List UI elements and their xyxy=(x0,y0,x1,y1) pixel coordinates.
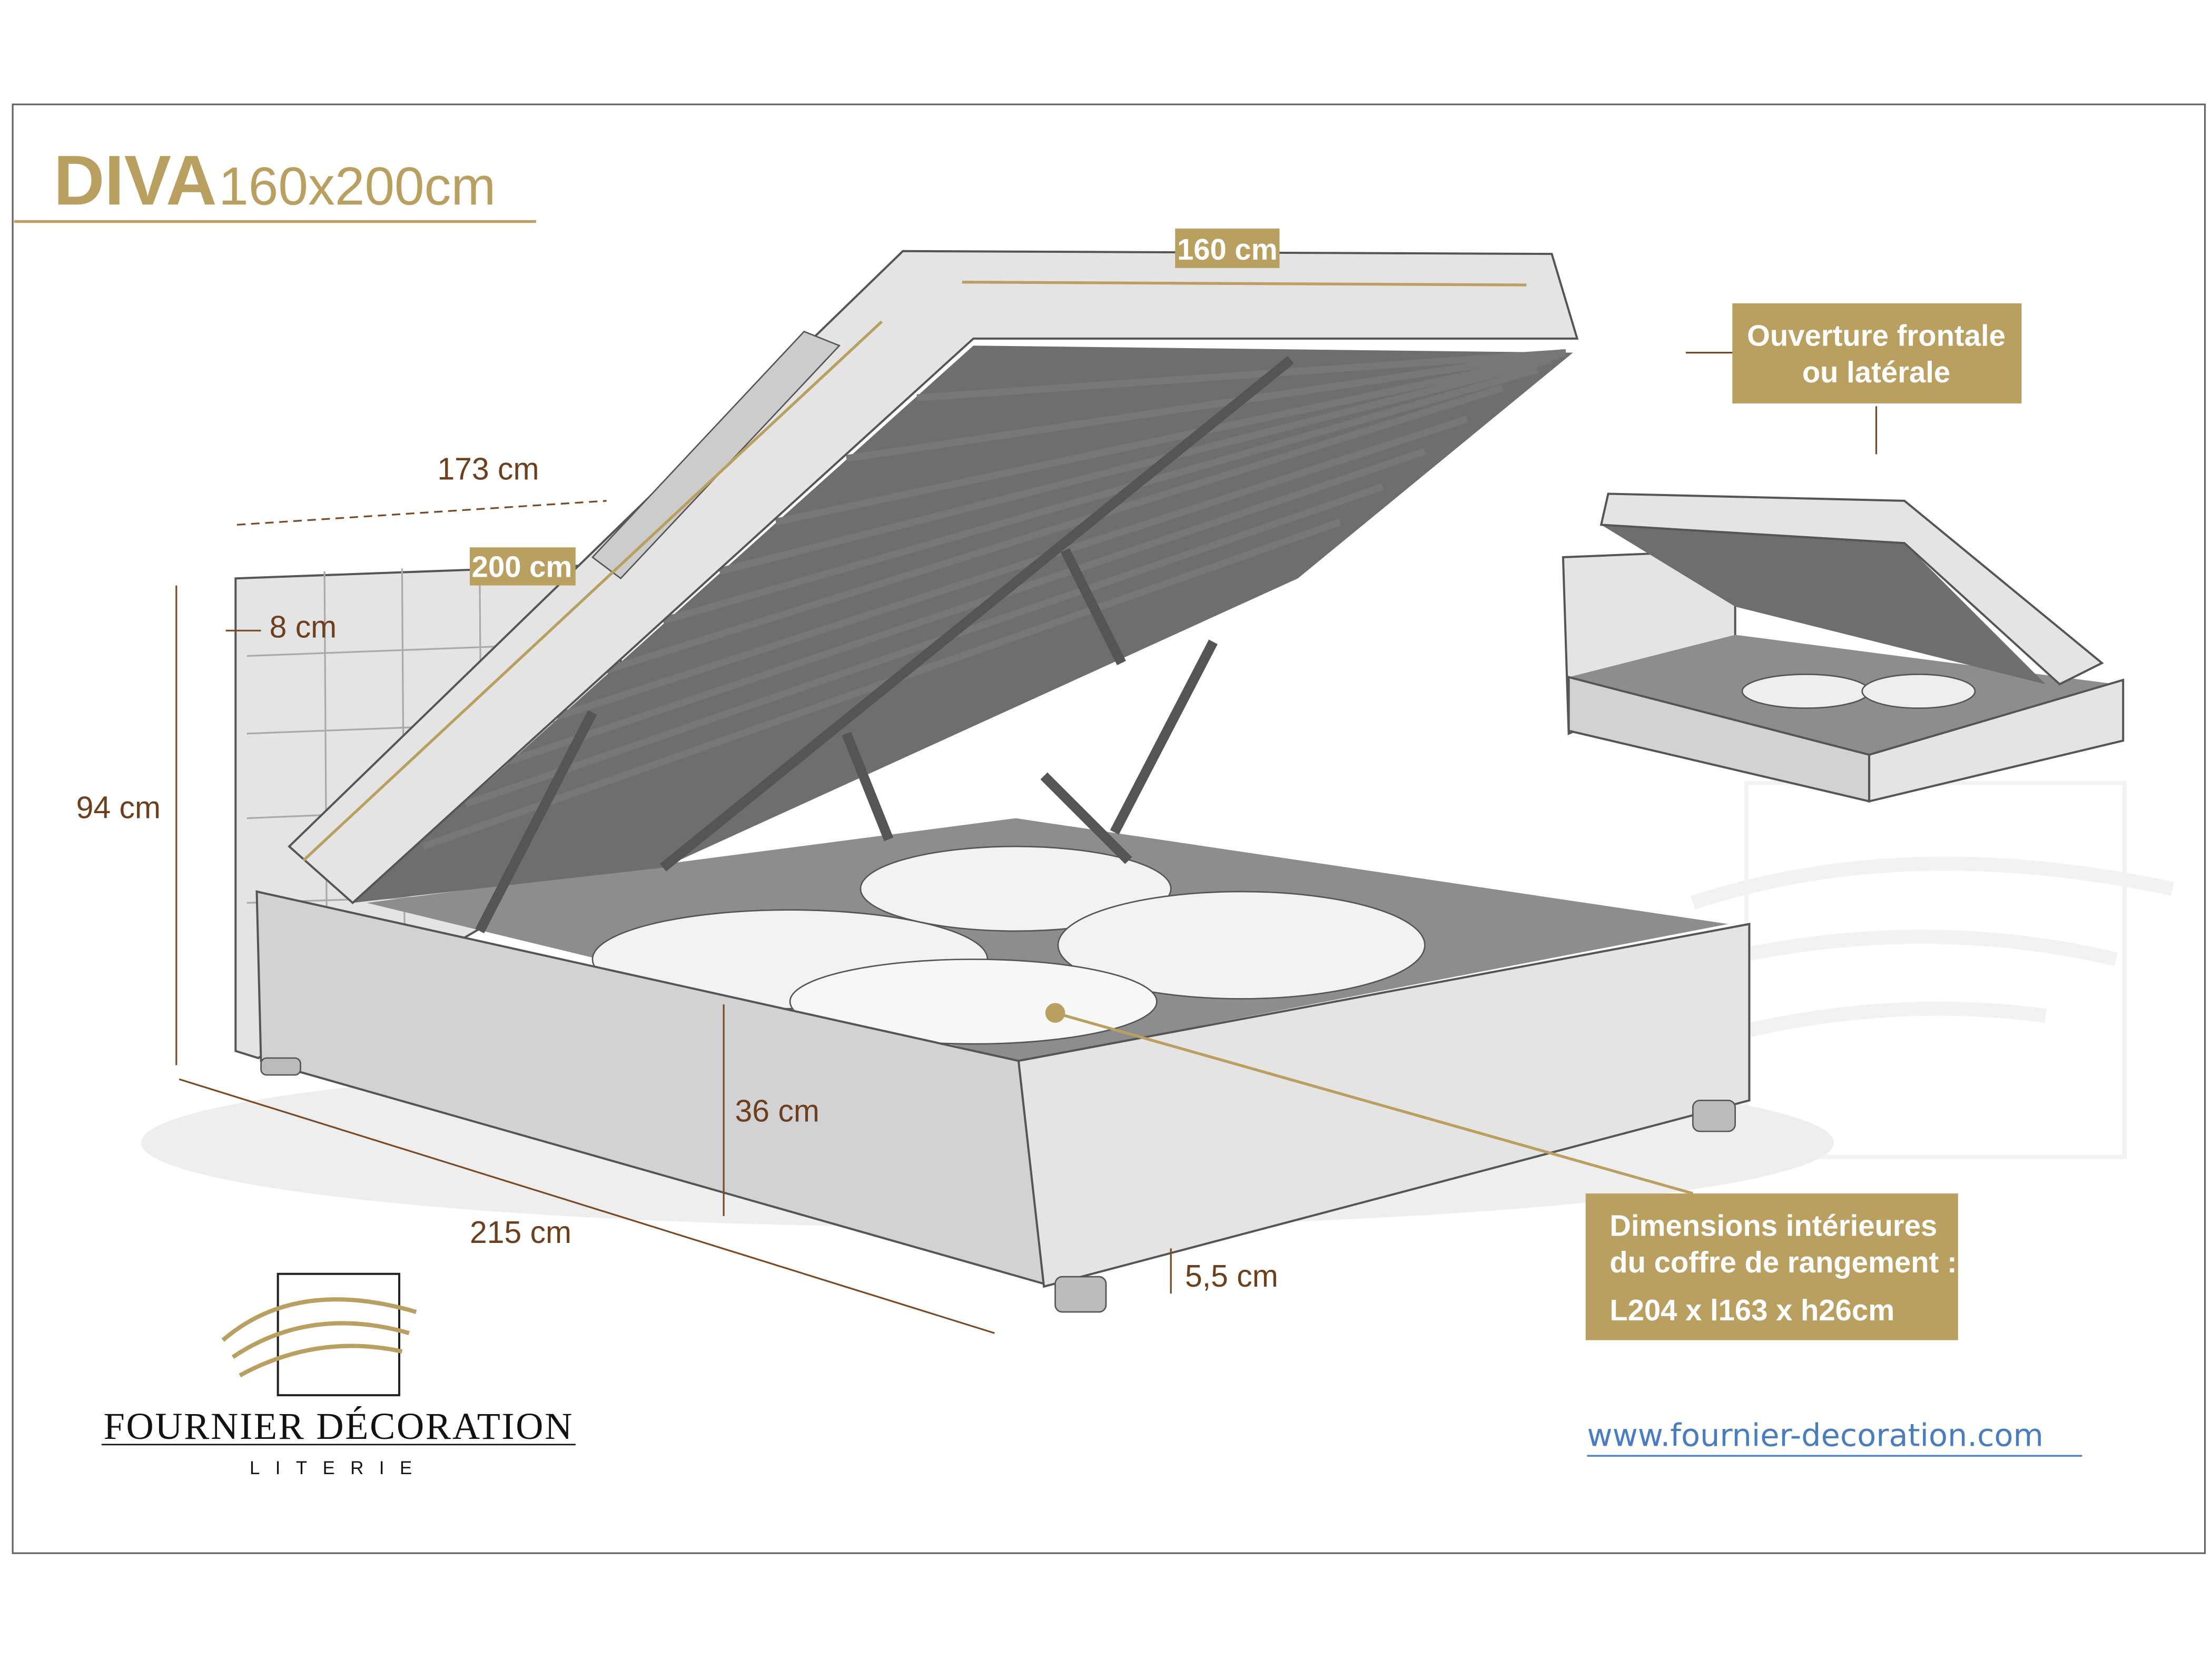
dimension-lines xyxy=(175,500,1172,1334)
headboard-thickness-label: 8 cm xyxy=(270,610,337,645)
bed-foot xyxy=(260,1057,301,1076)
opening-line1: Ouverture frontale xyxy=(1747,319,2006,352)
lid-width-line xyxy=(962,281,1527,287)
storage-pointer-line xyxy=(1054,1011,1694,1195)
brand-sub: LITERIE xyxy=(250,1458,428,1478)
foot-height-label: 5,5 cm xyxy=(1185,1259,1278,1293)
opening-line2: ou latérale xyxy=(1802,355,1950,389)
storage-line1: Dimensions intérieures xyxy=(1609,1209,1937,1242)
storage-floor xyxy=(367,818,1729,1061)
total-length-label: 215 cm xyxy=(470,1216,571,1250)
lid-width-badge xyxy=(1175,228,1280,268)
lid-handle xyxy=(591,330,841,580)
opening-callout xyxy=(1732,303,2022,404)
slats xyxy=(422,349,1566,850)
brand-name: FOURNIER DÉCORATION xyxy=(104,1405,574,1447)
pillow xyxy=(860,845,1172,932)
storage-line2: du coffre de rangement : xyxy=(1609,1246,1957,1279)
page-frame xyxy=(12,103,2206,1554)
storage-line3: L204 x l163 x h26cm xyxy=(1609,1293,1894,1327)
storage-callout xyxy=(1585,1193,1958,1340)
brand-logo: FOURNIER DÉCORATION LITERIE xyxy=(101,1272,576,1478)
inset-bed-illustration xyxy=(1562,492,2125,803)
length-173-label: 173 cm xyxy=(437,452,539,487)
total-height-label: 94 cm xyxy=(76,791,161,825)
bed-foot xyxy=(1054,1276,1107,1313)
lid-length-badge xyxy=(469,547,576,586)
lid-width-label: 160 cm xyxy=(1177,233,1278,266)
model-title: DIVA xyxy=(54,141,217,220)
pillow xyxy=(1057,891,1426,1000)
model-size: 160x200cm xyxy=(219,156,496,216)
bed-illustration xyxy=(141,250,1834,1313)
website-link[interactable]: www.fournier-decoration.com xyxy=(1587,1417,2043,1454)
lid-length-label: 200 cm xyxy=(472,550,572,584)
base-height-label: 36 cm xyxy=(735,1094,819,1128)
lid-length-line xyxy=(302,320,883,862)
lid-mattress xyxy=(288,250,1579,904)
storage-pointer-dot xyxy=(1045,1003,1065,1023)
cushion xyxy=(789,959,1158,1045)
bed-foot xyxy=(1692,1099,1736,1132)
lift-mechanism xyxy=(475,355,1294,934)
